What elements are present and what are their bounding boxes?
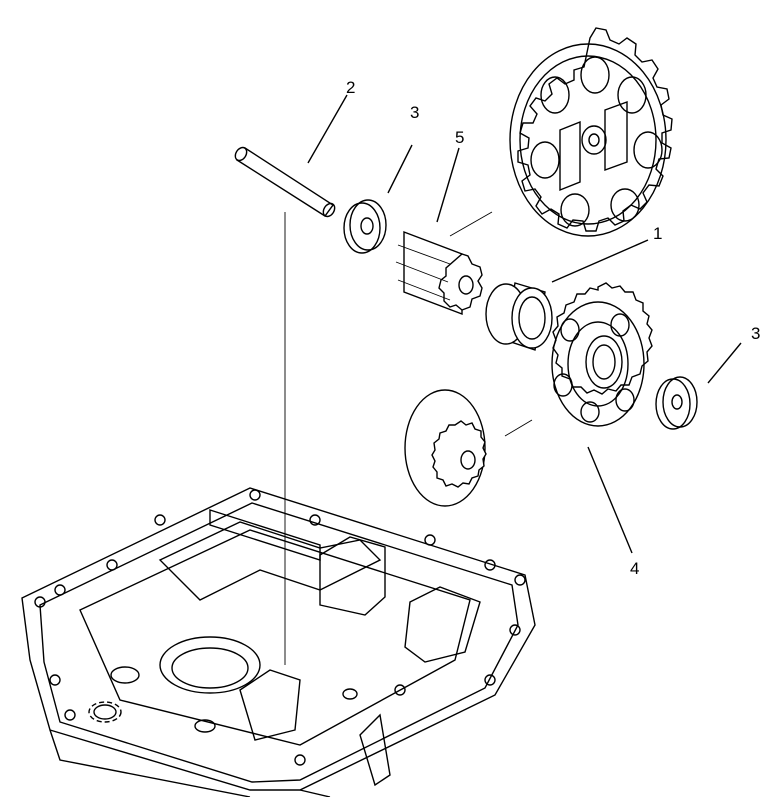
idler-gear (551, 282, 653, 427)
large-gear (509, 27, 673, 237)
callout-2: 2 (346, 78, 355, 97)
callout-3-upper: 3 (410, 103, 419, 122)
upper-washer (343, 199, 387, 254)
assembly-center-lines (284, 211, 533, 665)
bearing-ring (485, 282, 553, 351)
pinion-gear (395, 230, 483, 316)
gear-housing (21, 487, 536, 798)
callout-4: 4 (630, 559, 639, 578)
callout-1: 1 (653, 224, 662, 243)
disc-pinion-assembly (404, 389, 487, 507)
right-washer (655, 376, 698, 430)
shaft (234, 146, 336, 218)
leader-lines (307, 94, 742, 554)
callout-3-right: 3 (751, 324, 760, 343)
callout-5: 5 (455, 128, 464, 147)
